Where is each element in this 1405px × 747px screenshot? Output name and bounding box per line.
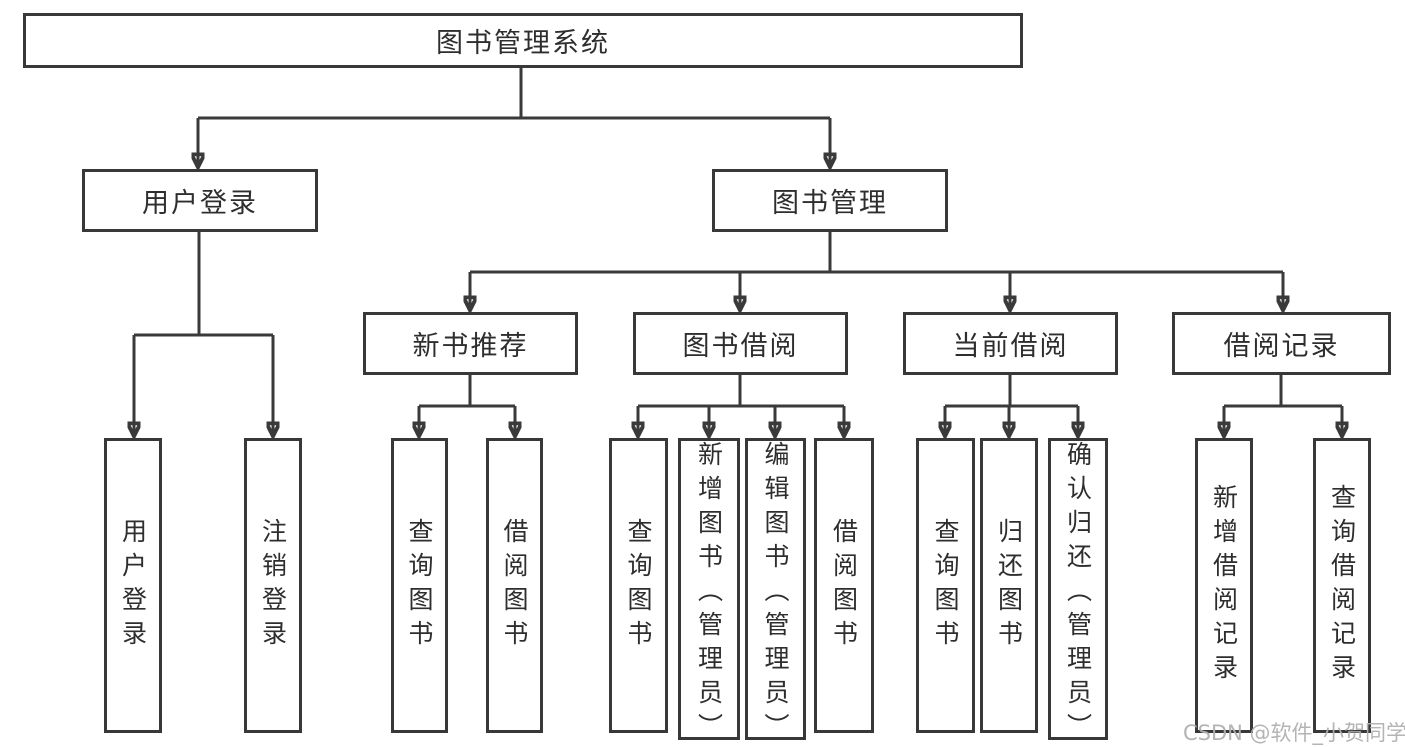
- leaf-query-books-current-label: 查询图书: [931, 517, 960, 654]
- leaf-edit-book-admin: 编辑图书（管理员）: [745, 438, 806, 747]
- leaf-borrow-books-recommend: 借阅图书: [486, 438, 543, 733]
- leaf-logout-label: 注销登录: [258, 517, 288, 654]
- leaf-borrow-books-recommend-label: 借阅图书: [500, 517, 529, 654]
- node-root-system: 图书管理系统: [23, 13, 1023, 68]
- node-new-book-recommend-label: 新书推荐: [412, 331, 529, 362]
- node-borrowing-records: 借阅记录: [1172, 312, 1391, 375]
- leaf-return-book: 归还图书: [980, 438, 1038, 733]
- node-current-borrowing-label: 当前借阅: [952, 331, 1069, 362]
- node-book-management-label: 图书管理: [772, 188, 888, 219]
- leaf-add-book-admin: 新增图书（管理员）: [678, 438, 740, 747]
- node-book-borrowing-label: 图书借阅: [682, 331, 799, 362]
- node-book-management: 图书管理: [712, 169, 948, 232]
- leaf-user-login-label: 用户登录: [118, 517, 148, 654]
- leaf-query-borrow-record: 查询借阅记录: [1313, 438, 1371, 733]
- node-root-label: 图书管理系统: [436, 28, 610, 59]
- leaf-query-books-current: 查询图书: [916, 438, 975, 733]
- leaf-query-books-borrowing: 查询图书: [609, 438, 668, 733]
- node-book-borrowing: 图书借阅: [633, 312, 848, 375]
- leaf-borrow-books-borrowing: 借阅图书: [814, 438, 874, 733]
- node-new-book-recommend: 新书推荐: [363, 312, 578, 375]
- leaf-add-book-admin-label: 新增图书（管理员）: [694, 441, 724, 747]
- leaf-confirm-return-admin-label: 确认归还（管理员）: [1063, 441, 1093, 747]
- node-user-login: 用户登录: [82, 169, 318, 232]
- leaf-query-borrow-record-label: 查询借阅记录: [1327, 483, 1357, 688]
- leaf-query-books-borrowing-label: 查询图书: [624, 517, 653, 654]
- leaf-query-books-recommend: 查询图书: [391, 438, 448, 733]
- leaf-edit-book-admin-label: 编辑图书（管理员）: [761, 441, 790, 747]
- leaf-add-borrow-record-label: 新增借阅记录: [1209, 483, 1239, 688]
- node-user-login-label: 用户登录: [142, 188, 258, 219]
- csdn-watermark: CSDN @软件_小贺同学: [1183, 721, 1405, 745]
- leaf-borrow-books-borrowing-label: 借阅图书: [829, 517, 859, 654]
- node-current-borrowing: 当前借阅: [903, 312, 1118, 375]
- leaf-logout: 注销登录: [244, 438, 302, 733]
- leaf-return-book-label: 归还图书: [994, 517, 1024, 654]
- leaf-user-login: 用户登录: [104, 438, 162, 733]
- node-borrowing-records-label: 借阅记录: [1223, 331, 1340, 362]
- leaf-confirm-return-admin: 确认归还（管理员）: [1048, 438, 1108, 747]
- leaf-add-borrow-record: 新增借阅记录: [1195, 438, 1253, 733]
- leaf-query-books-recommend-label: 查询图书: [405, 517, 434, 654]
